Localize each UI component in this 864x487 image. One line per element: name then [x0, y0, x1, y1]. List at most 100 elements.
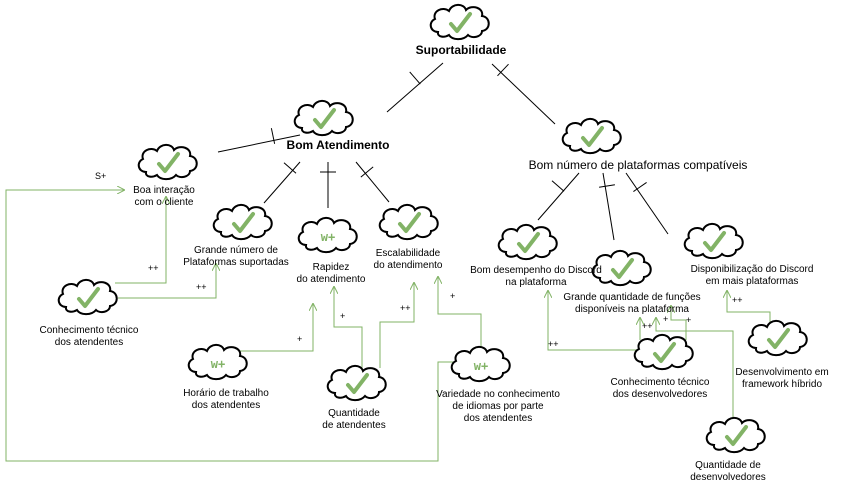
decomposition-link — [491, 63, 556, 125]
softgoal-grande-numero — [212, 203, 273, 241]
decomposition-link — [602, 172, 615, 241]
contribution-tag: + — [297, 334, 303, 344]
weak-positive-icon: w+ — [474, 359, 488, 373]
contribution-link — [118, 264, 216, 299]
contribution-tag: + — [686, 315, 692, 325]
softgoal-framework — [747, 319, 808, 357]
softgoal-conhecimento-devs — [633, 333, 694, 371]
cloud-shape — [57, 278, 118, 316]
check-icon — [611, 258, 634, 279]
softgoal-horario: w+ — [187, 343, 248, 381]
contribution-link — [5, 190, 457, 462]
check-icon — [725, 425, 748, 446]
label-escalabilidade: Escalabilidade do atendimento — [373, 248, 443, 271]
cloud-shape — [297, 216, 358, 254]
contribution-link — [115, 197, 166, 284]
check-icon — [517, 232, 540, 253]
label-horario: Horário de trabalho dos atendentes — [183, 388, 269, 411]
softgoal-conhecimento-atendentes — [57, 278, 118, 316]
contribution-tag: ++ — [400, 303, 411, 313]
label-quantidade-atendentes: Quantidade de atendentes — [322, 408, 386, 431]
contribution-link — [727, 291, 771, 322]
softgoal-quantidade-devs — [705, 416, 766, 454]
check-icon — [703, 231, 726, 252]
softgoal-idiomas: w+ — [450, 345, 511, 383]
label-conhecimento-devs: Conhecimento técnico dos desenvolvedores — [610, 377, 710, 400]
label-quantidade-devs: Quantidade de desenvolvedores — [690, 460, 766, 483]
contribution-tag: ++ — [642, 321, 653, 331]
decomposition-tick — [599, 184, 615, 188]
softgoal-funcoes — [591, 249, 652, 287]
label-bom-atendimento: Bom Atendimento — [286, 138, 390, 152]
cloud-shape — [561, 117, 622, 155]
check-icon — [157, 152, 180, 173]
cloud-shape — [633, 333, 694, 371]
check-icon — [398, 212, 421, 233]
cloud-shape — [497, 223, 558, 261]
decomposition-tick — [497, 63, 509, 77]
weak-positive-icon: w+ — [321, 230, 335, 244]
softgoal-quantidade-atendentes — [326, 364, 387, 402]
check-icon — [449, 12, 472, 33]
cloud-shape — [705, 416, 766, 454]
contribution-link — [671, 306, 687, 340]
label-disponibilizacao: Disponibilização do Discord em mais plat… — [690, 264, 814, 287]
softgoal-escalabilidade — [378, 203, 439, 241]
cloud-shape — [137, 143, 198, 181]
cloud-shape — [212, 203, 273, 241]
decomposition-link — [537, 172, 580, 221]
contribution-tag: + — [663, 314, 669, 324]
softgoal-boa-interacao — [137, 143, 198, 181]
check-icon — [653, 342, 676, 363]
softgoal-disponibilizacao — [683, 222, 744, 260]
decomposition-tick — [551, 180, 565, 192]
contribution-link — [334, 287, 363, 368]
contribution-tag: ++ — [196, 282, 207, 292]
check-icon — [77, 287, 100, 308]
check-icon — [581, 126, 604, 147]
cloud-shape — [187, 343, 248, 381]
decomposition-tick — [360, 166, 374, 178]
contribution-tag: ++ — [548, 339, 559, 349]
softgoal-plataformas — [561, 117, 622, 155]
contribution-link — [656, 318, 734, 430]
softgoal-rapidez: w+ — [297, 216, 358, 254]
label-plataformas: Bom número de plataformas compatíveis — [528, 158, 748, 172]
softgoal-desempenho — [497, 223, 558, 261]
check-icon — [767, 328, 790, 349]
decomposition-tick — [409, 71, 421, 85]
label-funcoes: Grande quantidade de funções disponíveis… — [563, 292, 701, 315]
label-conhecimento-atendentes: Conhecimento técnico dos atendentes — [39, 325, 139, 348]
check-icon — [346, 373, 369, 394]
cloud-shape — [591, 249, 652, 287]
contribution-tag: + — [340, 311, 346, 321]
label-idiomas: Variedade no conhecimento de idiomas por… — [436, 389, 560, 424]
label-framework: Desenvolvimento em framework híbrido — [735, 367, 829, 390]
decomposition-tick — [270, 128, 276, 144]
contribution-tag: ++ — [732, 295, 743, 305]
check-icon — [232, 212, 255, 233]
cloud-shape — [683, 222, 744, 260]
contribution-link — [230, 304, 313, 352]
cloud-shape — [293, 99, 354, 137]
decomposition-link — [217, 134, 301, 153]
check-icon — [313, 108, 336, 129]
contribution-tag: S+ — [95, 171, 107, 181]
cloud-shape — [326, 364, 387, 402]
decomposition-tick — [633, 182, 647, 192]
cloud-shape — [429, 3, 490, 41]
contribution-link — [548, 291, 645, 351]
cloud-shape — [450, 345, 511, 383]
contribution-tag: ++ — [148, 263, 159, 273]
decomposition-link — [263, 161, 301, 204]
softgoal-suportabilidade — [429, 3, 490, 41]
contribution-link — [379, 283, 414, 368]
decomposition-link — [625, 172, 669, 235]
weak-positive-icon: w+ — [211, 357, 225, 371]
softgoal-bom-atendimento — [293, 99, 354, 137]
cloud-shape — [378, 203, 439, 241]
decomposition-link — [386, 62, 444, 113]
cloud-shape — [747, 319, 808, 357]
label-boa-interacao: Boa interação com o cliente — [133, 185, 195, 208]
label-suportabilidade: Suportabilidade — [415, 43, 507, 57]
